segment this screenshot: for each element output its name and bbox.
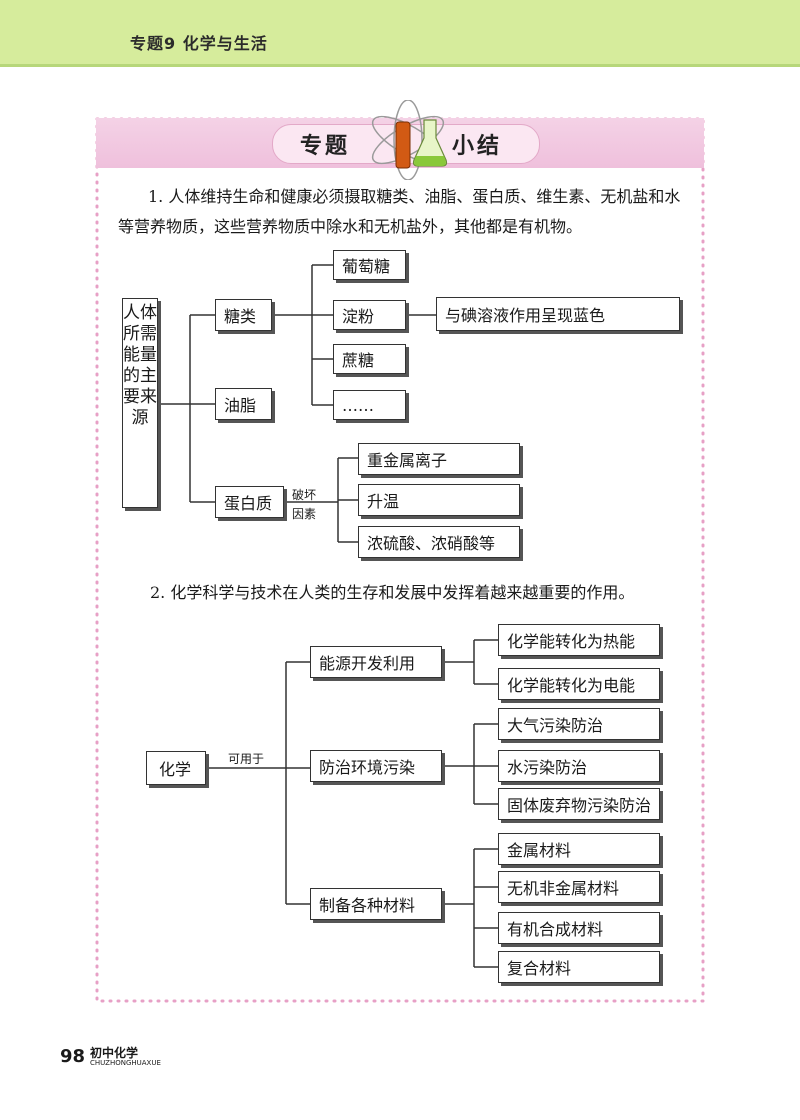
summary-title-right: 小结 [452, 134, 503, 159]
header-divider [0, 64, 800, 67]
heat-energy-box: 化学能转化为热能 [498, 624, 660, 656]
water-pollution-box: 水污染防治 [498, 750, 660, 782]
chemistry-root-box: 化学 [146, 751, 206, 785]
page-number: 98 [60, 1046, 86, 1067]
ellipsis-box: …… [333, 390, 406, 420]
metal-materials-box: 金属材料 [498, 833, 660, 865]
book-name: 初中化学 [90, 1046, 139, 1060]
damage-label-top: 破坏 [292, 488, 317, 502]
sucrose-box: 蔗糖 [333, 344, 406, 374]
heavy-metal-box: 重金属离子 [358, 443, 520, 475]
pollution-branch-box: 防治环境污染 [310, 750, 442, 782]
inorganic-materials-box: 无机非金属材料 [498, 871, 660, 903]
solid-waste-box: 固体废弃物污染防治 [498, 788, 660, 820]
organic-materials-box: 有机合成材料 [498, 912, 660, 944]
summary-point-2: 2. 化学科学与技术在人类的生存和发展中发挥着越来越重要的作用。 [150, 583, 635, 602]
starch-note-box: 与碘溶液作用呈现蓝色 [436, 297, 680, 331]
summary-title-left: 专题 [300, 134, 351, 159]
chapter-title: 专题9 化学与生活 [130, 34, 268, 53]
air-pollution-box: 大气污染防治 [498, 708, 660, 740]
header-band [0, 0, 800, 64]
atom-flask-icon [371, 100, 448, 180]
book-pinyin: CHUZHONGHUAXUE [90, 1059, 161, 1067]
sugar-box: 糖类 [215, 299, 272, 331]
materials-branch-box: 制备各种材料 [310, 888, 442, 920]
composite-materials-box: 复合材料 [498, 951, 660, 983]
use-label: 可用于 [228, 752, 265, 766]
electric-energy-box: 化学能转化为电能 [498, 668, 660, 700]
protein-box: 蛋白质 [215, 486, 284, 518]
oil-box: 油脂 [215, 388, 272, 420]
strong-acid-box: 浓硫酸、浓硝酸等 [358, 526, 520, 558]
heating-box: 升温 [358, 484, 520, 516]
energy-branch-box: 能源开发利用 [310, 646, 442, 678]
summary-point-1: 1. 人体维持生命和健康必须摄取糖类、油脂、蛋白质、维生素、无机盐和水等营养物质… [118, 187, 681, 236]
damage-label-bottom: 因素 [292, 507, 317, 521]
energy-source-root-box: 人体所需能量的主要来源 [122, 298, 158, 508]
glucose-box: 葡萄糖 [333, 250, 406, 280]
starch-box: 淀粉 [333, 300, 406, 330]
